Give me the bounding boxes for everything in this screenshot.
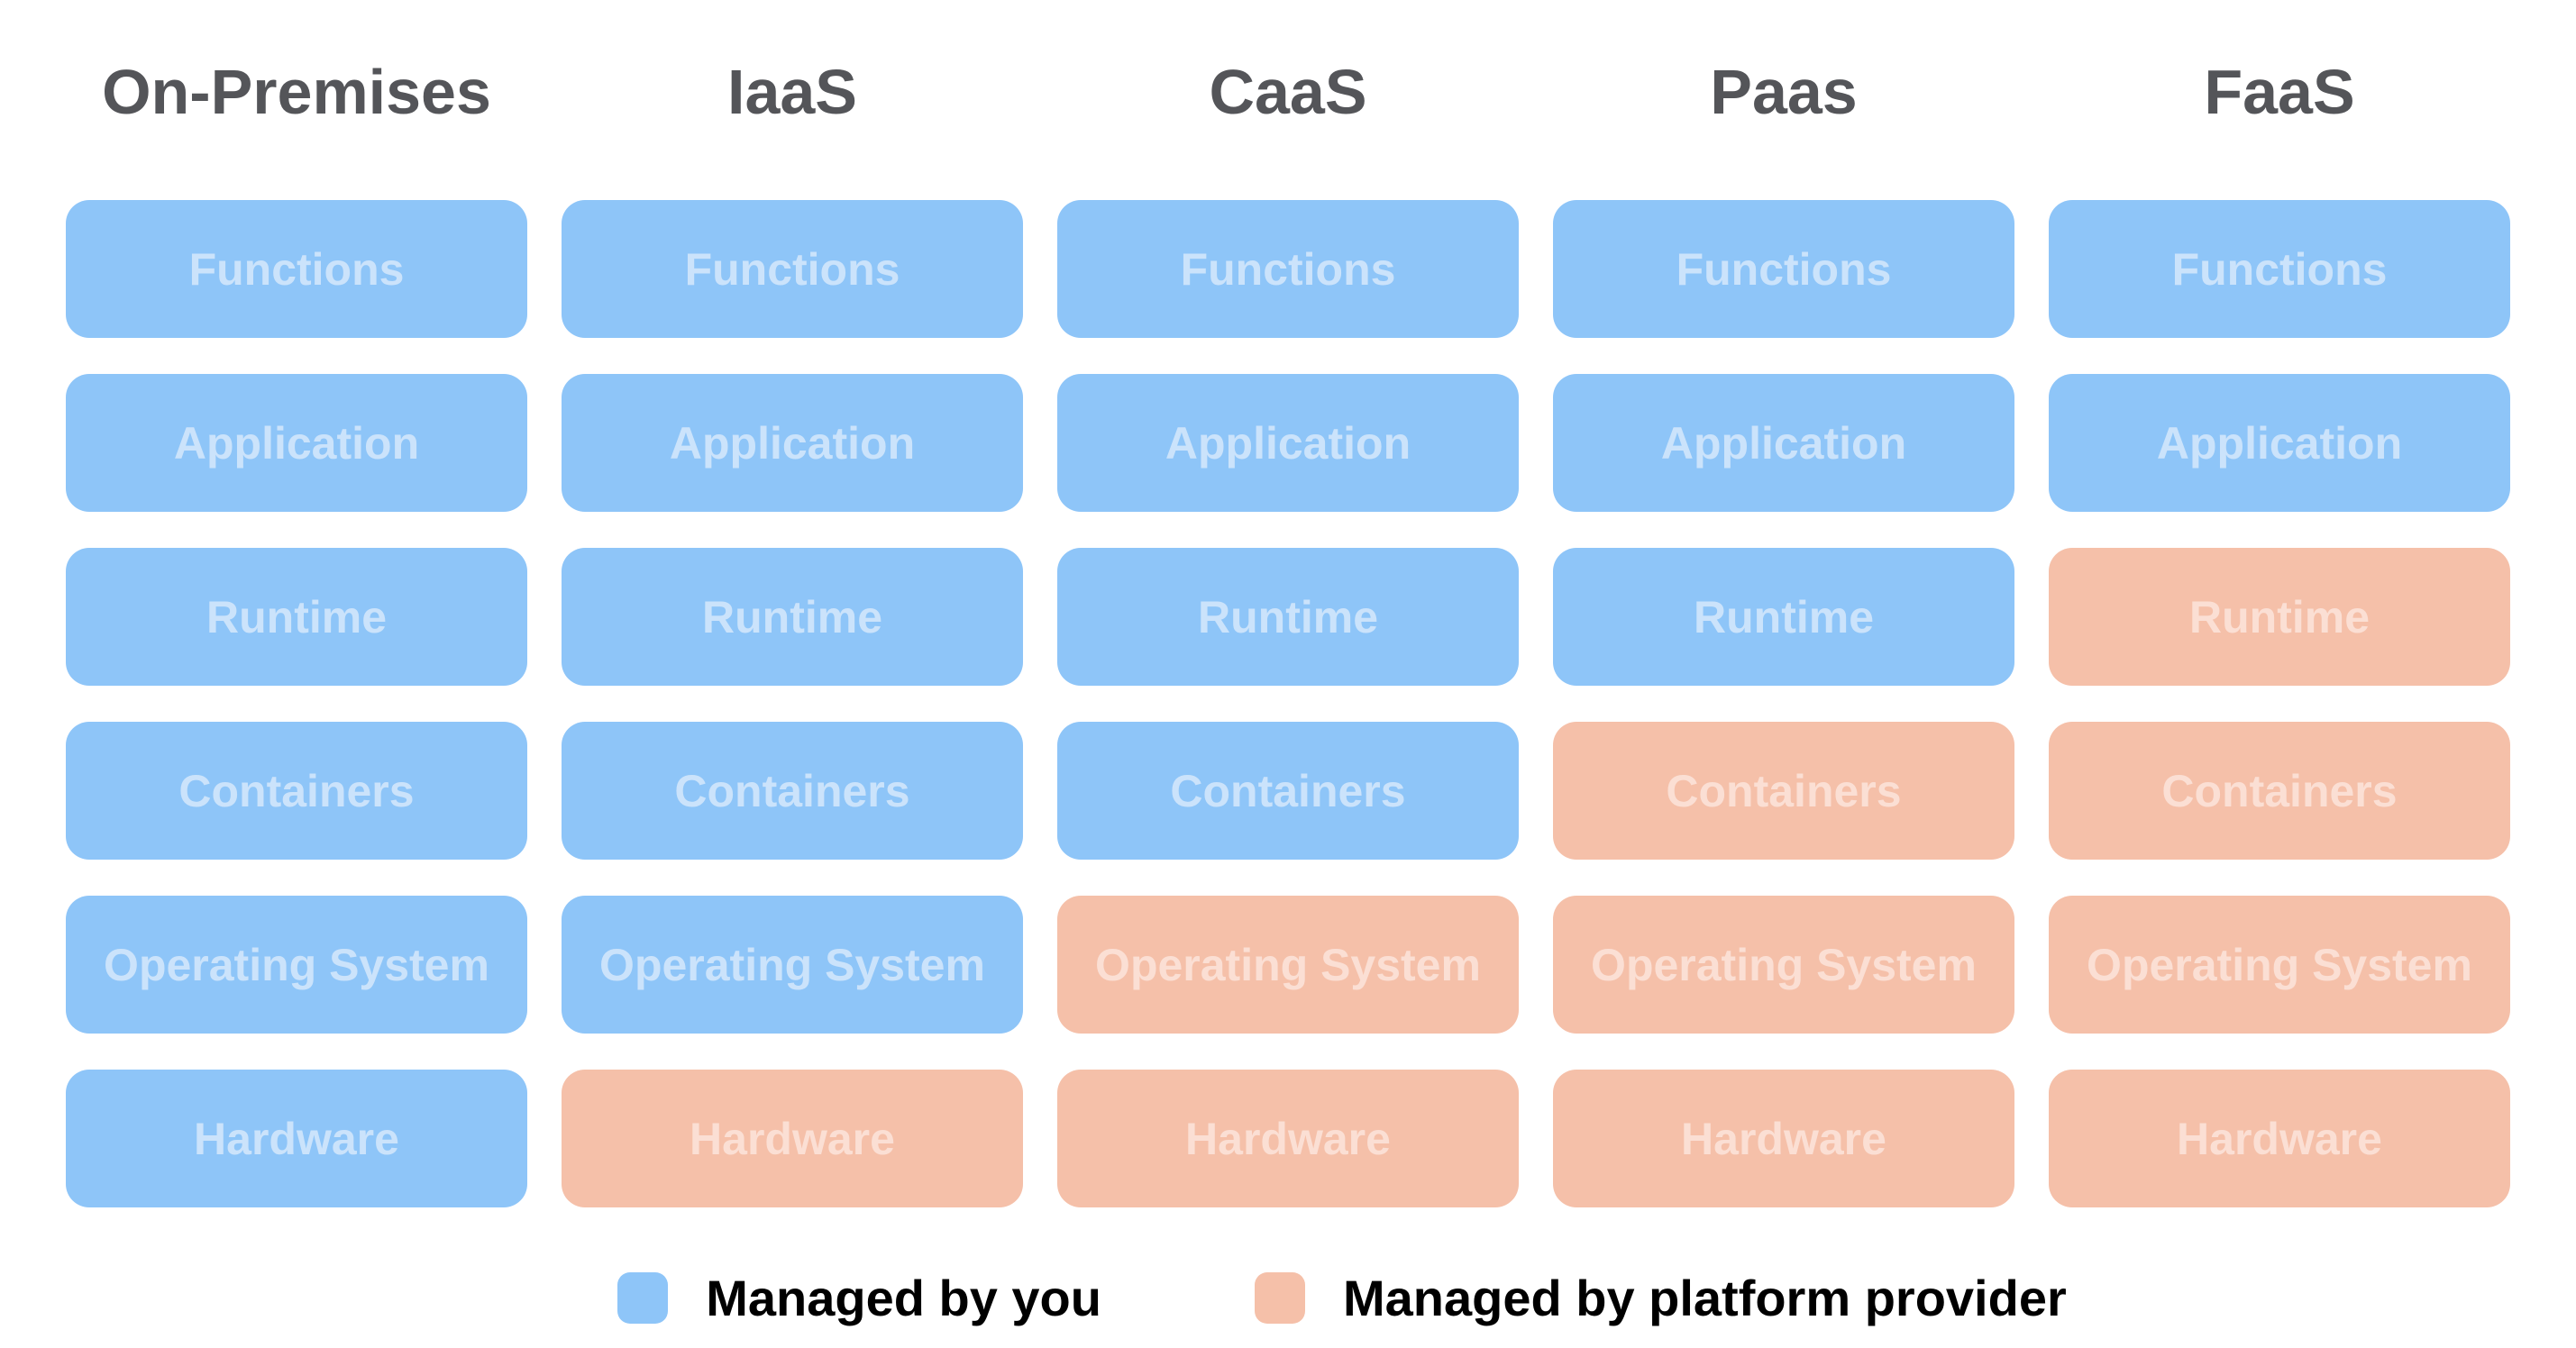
legend-label-managed-by-provider: Managed by platform provider: [1342, 1270, 2067, 1326]
layer-box-runtime: Runtime: [1553, 548, 2014, 686]
layer-box-application: Application: [1057, 374, 1519, 512]
column-title: FaaS: [2204, 57, 2355, 127]
layer-box-hardware: Hardware: [1553, 1070, 2014, 1207]
layer-box-operating-system: Operating System: [66, 896, 527, 1034]
layer-box-application: Application: [66, 374, 527, 512]
service-model-column-iaas: IaaS Functions Application Runtime Conta…: [562, 41, 1023, 1243]
stack-grid: On-Premises Functions Application Runtim…: [66, 41, 2510, 1243]
layer-box-application: Application: [562, 374, 1023, 512]
layer-stack: Functions Application Runtime Containers…: [562, 200, 1023, 1243]
layer-box-hardware: Hardware: [66, 1070, 527, 1207]
layer-box-containers: Containers: [562, 722, 1023, 860]
layer-box-functions: Functions: [1057, 200, 1519, 338]
layer-box-operating-system: Operating System: [1057, 896, 1519, 1034]
layer-stack: Functions Application Runtime Containers…: [66, 200, 527, 1243]
layer-stack: Functions Application Runtime Containers…: [1057, 200, 1519, 1243]
layer-box-containers: Containers: [1057, 722, 1519, 860]
service-model-column-on-premises: On-Premises Functions Application Runtim…: [66, 41, 527, 1243]
legend-label-managed-by-you: Managed by you: [706, 1270, 1101, 1326]
column-title: On-Premises: [102, 57, 491, 127]
layer-box-runtime: Runtime: [1057, 548, 1519, 686]
service-model-column-paas: Paas Functions Application Runtime Conta…: [1553, 41, 2014, 1243]
layer-box-application: Application: [1553, 374, 2014, 512]
service-model-column-caas: CaaS Functions Application Runtime Conta…: [1057, 41, 1519, 1243]
layer-stack: Functions Application Runtime Containers…: [1553, 200, 2014, 1243]
layer-box-hardware: Hardware: [1057, 1070, 1519, 1207]
layer-box-containers: Containers: [1553, 722, 2014, 860]
layer-box-operating-system: Operating System: [1553, 896, 2014, 1034]
column-title: CaaS: [1209, 57, 1367, 127]
layer-box-containers: Containers: [66, 722, 527, 860]
cloud-service-models-diagram: On-Premises Functions Application Runtim…: [66, 0, 2510, 1327]
layer-box-functions: Functions: [2049, 200, 2510, 338]
legend-swatch-blue: [617, 1272, 669, 1324]
layer-box-runtime: Runtime: [2049, 548, 2510, 686]
legend-item-managed-by-you: Managed by you: [617, 1269, 1101, 1327]
layer-box-application: Application: [2049, 374, 2510, 512]
layer-box-functions: Functions: [1553, 200, 2014, 338]
layer-box-runtime: Runtime: [562, 548, 1023, 686]
layer-box-functions: Functions: [562, 200, 1023, 338]
layer-box-operating-system: Operating System: [562, 896, 1023, 1034]
legend-item-managed-by-provider: Managed by platform provider: [1254, 1269, 2067, 1327]
column-title: Paas: [1710, 57, 1858, 127]
layer-box-operating-system: Operating System: [2049, 896, 2510, 1034]
service-model-column-faas: FaaS Functions Application Runtime Conta…: [2049, 41, 2510, 1243]
layer-box-functions: Functions: [66, 200, 527, 338]
column-title: IaaS: [727, 57, 857, 127]
layer-box-hardware: Hardware: [2049, 1070, 2510, 1207]
layer-box-runtime: Runtime: [66, 548, 527, 686]
legend-swatch-salmon: [1254, 1272, 1305, 1324]
layer-stack: Functions Application Runtime Containers…: [2049, 200, 2510, 1243]
layer-box-hardware: Hardware: [562, 1070, 1023, 1207]
legend: Managed by you Managed by platform provi…: [174, 1269, 2510, 1327]
layer-box-containers: Containers: [2049, 722, 2510, 860]
